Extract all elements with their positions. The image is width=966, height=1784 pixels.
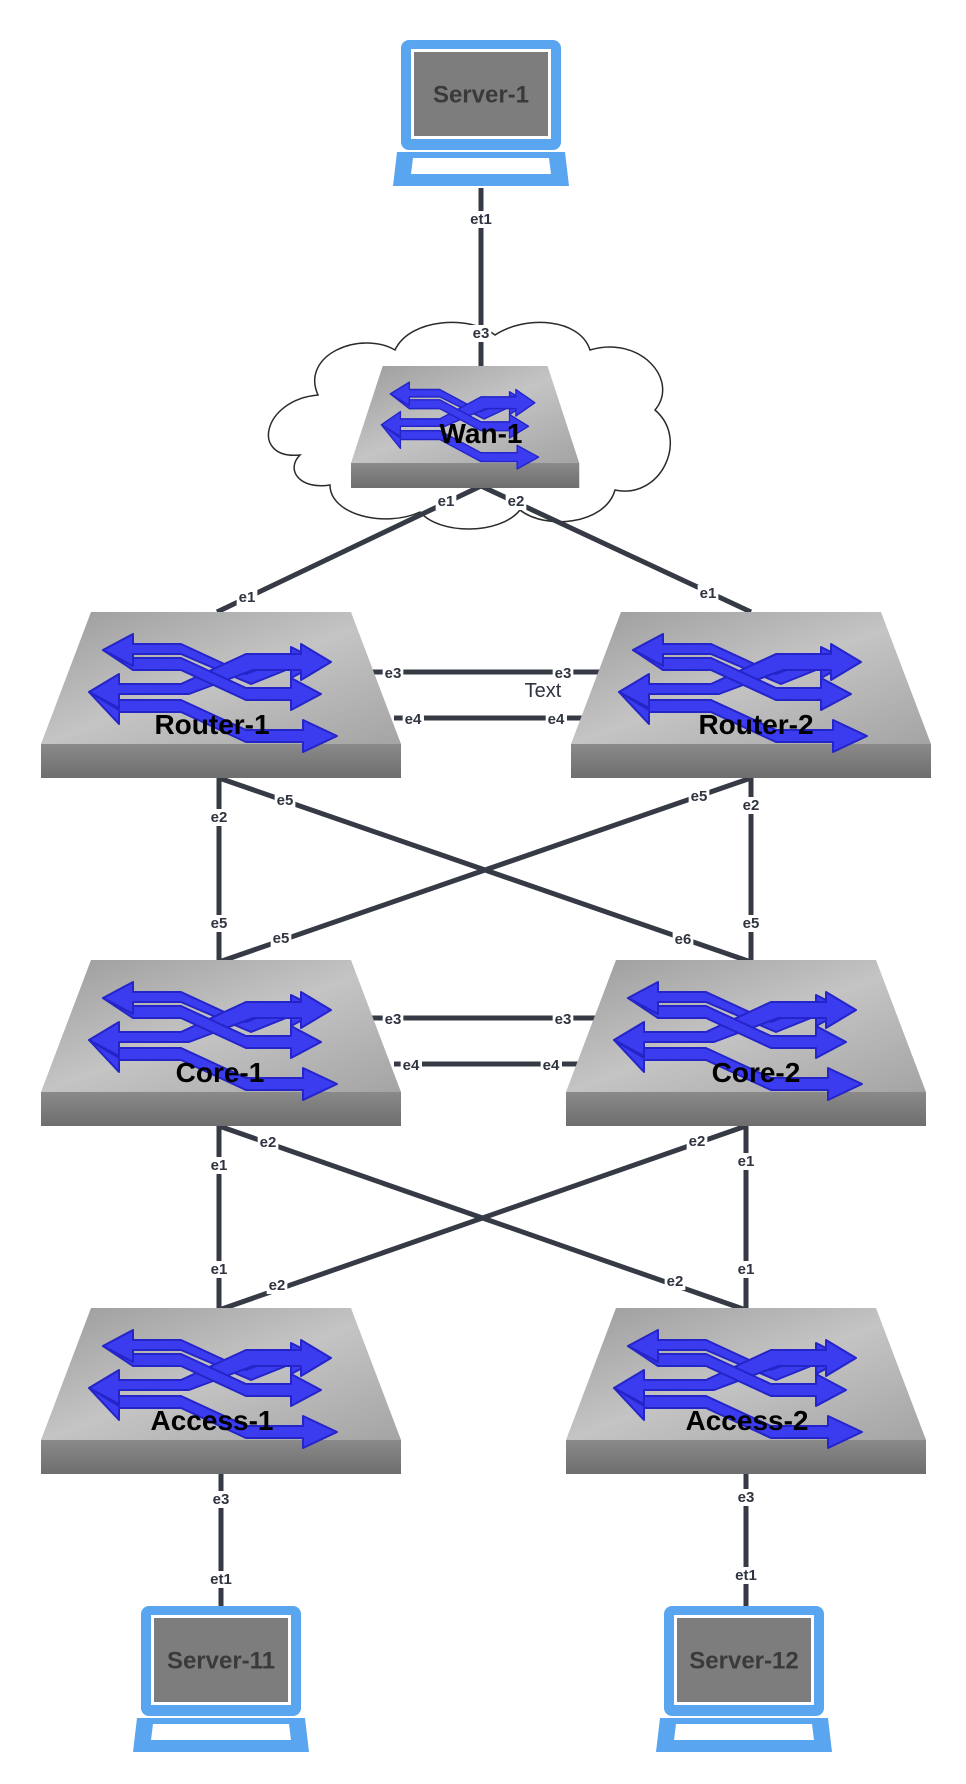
device-server-11[interactable]: Server-11 <box>133 1606 309 1752</box>
port-label: e2 <box>743 797 760 814</box>
port-label-backdrop <box>210 1491 232 1508</box>
port-label-backdrop <box>208 915 230 932</box>
port-label: e2 <box>260 1134 277 1151</box>
port-label: e1 <box>738 1153 755 1170</box>
port-label-backdrop <box>540 1057 562 1074</box>
core-1-label: Core-1 <box>176 1057 265 1088</box>
port-label: e4 <box>543 1057 560 1074</box>
port-label: e1 <box>239 589 256 606</box>
port-label: e2 <box>667 1273 684 1290</box>
port-label-backdrop <box>545 711 567 728</box>
device-core-1[interactable] <box>40 959 402 1127</box>
port-label: e2 <box>689 1133 706 1150</box>
port-label-backdrop <box>274 792 296 809</box>
access-1-label: Access-1 <box>151 1405 274 1436</box>
port-label-backdrop <box>270 930 292 947</box>
port-label-backdrop <box>266 1277 288 1294</box>
port-label-backdrop <box>552 1011 574 1028</box>
port-label-backdrop <box>740 797 762 814</box>
port-label-backdrop <box>664 1273 686 1290</box>
port-label-backdrop <box>733 1567 759 1584</box>
port-label-backdrop <box>400 1057 422 1074</box>
port-label-backdrop <box>686 1133 708 1150</box>
free-text-annotation: Text <box>525 680 562 702</box>
core-2-label: Core-2 <box>712 1057 801 1088</box>
port-label: e4 <box>403 1057 420 1074</box>
port-label: e3 <box>213 1491 230 1508</box>
device-core-2[interactable] <box>565 959 927 1127</box>
device-access-2[interactable] <box>565 1307 927 1475</box>
port-label: e2 <box>269 1277 286 1294</box>
server-11-label: Server-11 <box>167 1647 275 1674</box>
device-router-2[interactable] <box>570 611 932 779</box>
port-label: e5 <box>691 788 708 805</box>
access-2-label: Access-2 <box>686 1405 809 1436</box>
port-label-backdrop <box>382 665 404 682</box>
port-label-backdrop <box>402 711 424 728</box>
port-label: e1 <box>700 585 717 602</box>
port-label: e3 <box>385 665 402 682</box>
port-label: e4 <box>405 711 422 728</box>
port-label-backdrop <box>672 931 694 948</box>
device-server-12[interactable]: Server-12 <box>656 1606 832 1752</box>
port-label: e6 <box>675 931 692 948</box>
port-label: et1 <box>210 1571 232 1588</box>
link-core2-access1[interactable] <box>218 1123 747 1313</box>
port-labels: et1 e3 e1 e1 e2 e1 e3 e3 e4 e4 e2 e5 e5 … <box>208 211 762 1588</box>
link-router2-core1[interactable] <box>218 775 752 965</box>
port-label: e1 <box>438 493 455 510</box>
port-label-backdrop <box>208 809 230 826</box>
port-label-backdrop <box>257 1134 279 1151</box>
port-label: e3 <box>473 325 490 342</box>
device-server-1[interactable]: Server-1 <box>393 40 569 186</box>
server-1-label: Server-1 <box>433 81 529 108</box>
port-label: e3 <box>385 1011 402 1028</box>
port-label-backdrop <box>735 1261 757 1278</box>
port-label: et1 <box>470 211 492 228</box>
port-label: e2 <box>211 809 228 826</box>
port-label: e5 <box>277 792 294 809</box>
port-label-backdrop <box>470 325 492 342</box>
port-label-backdrop <box>740 915 762 932</box>
port-label-backdrop <box>382 1011 404 1028</box>
port-label-backdrop <box>505 493 527 510</box>
port-label-backdrop <box>208 1261 230 1278</box>
port-label: e5 <box>211 915 228 932</box>
port-label-backdrop <box>552 665 574 682</box>
device-router-1[interactable] <box>40 611 402 779</box>
port-label-backdrop <box>697 585 719 602</box>
port-label: e2 <box>508 493 525 510</box>
port-label: et1 <box>735 1567 757 1584</box>
port-label: e3 <box>738 1489 755 1506</box>
router-1-label: Router-1 <box>154 709 269 740</box>
port-label: e5 <box>273 930 290 947</box>
port-label-backdrop <box>735 1489 757 1506</box>
port-label-backdrop <box>468 211 494 228</box>
port-label-backdrop <box>688 788 710 805</box>
port-label-backdrop <box>236 589 258 606</box>
router-2-label: Router-2 <box>698 709 813 740</box>
port-label: e3 <box>555 665 572 682</box>
port-label-backdrop <box>208 1571 234 1588</box>
device-access-1[interactable] <box>40 1307 402 1475</box>
port-label: e1 <box>211 1157 228 1174</box>
port-label: e3 <box>555 1011 572 1028</box>
port-label-backdrop <box>208 1157 230 1174</box>
port-label: e4 <box>548 711 565 728</box>
wan-1-label: Wan-1 <box>440 418 523 449</box>
server-12-label: Server-12 <box>689 1647 798 1674</box>
port-label-backdrop <box>435 493 457 510</box>
port-label: e1 <box>738 1261 755 1278</box>
port-label: e5 <box>743 915 760 932</box>
port-label: e1 <box>211 1261 228 1278</box>
port-label-backdrop <box>735 1153 757 1170</box>
